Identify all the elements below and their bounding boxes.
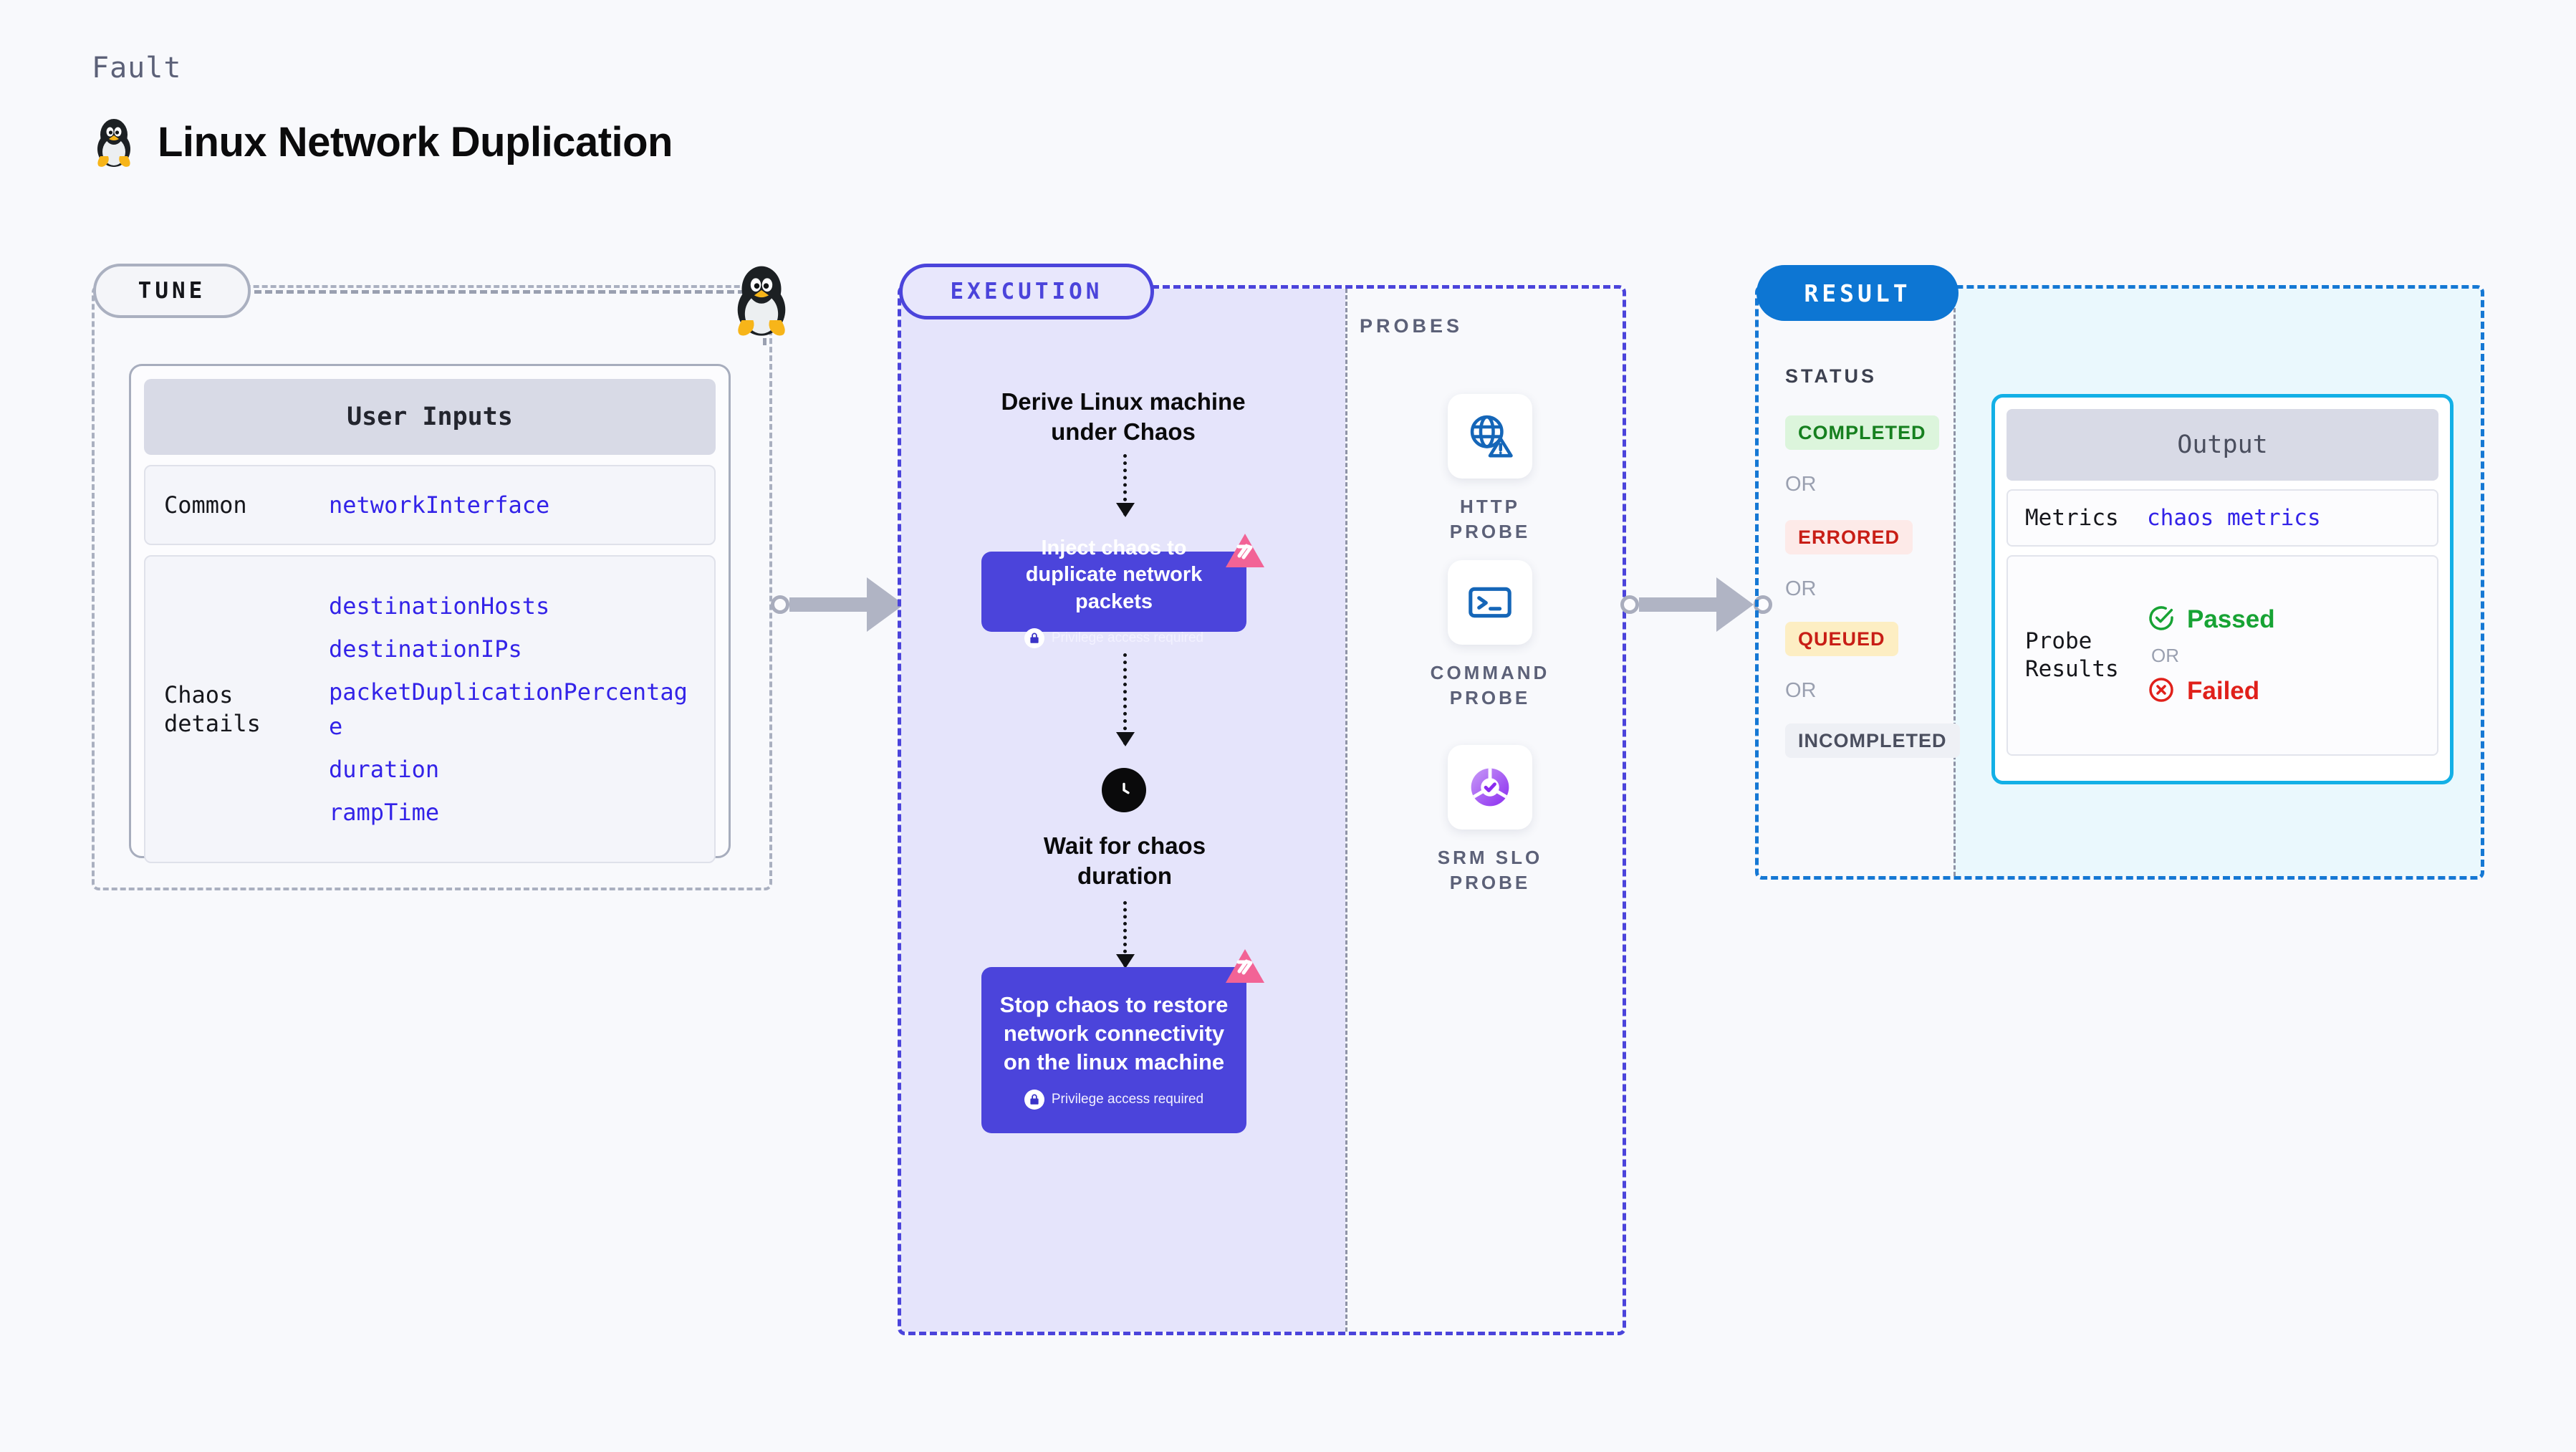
probe-item-http[interactable]: HTTP PROBE (1426, 394, 1554, 544)
probe-result-passed: Passed (2147, 604, 2275, 636)
globe-warning-icon (1448, 394, 1532, 479)
execution-probes-panel (898, 285, 1626, 1335)
page-title: Linux Network Duplication (158, 118, 673, 165)
input-value[interactable]: destinationHosts (329, 592, 550, 620)
linux-tux-icon (92, 115, 136, 169)
user-inputs-card: User Inputs Common networkInterface Chao… (129, 364, 731, 863)
probes-section-label: PROBES (1360, 315, 1464, 337)
probe-item-srm-slo[interactable]: SRM SLO PROBE (1426, 745, 1554, 895)
execution-arrow-1 (1116, 454, 1135, 517)
status-section-label: STATUS (1785, 365, 1877, 387)
output-row-value[interactable]: chaos metrics (2147, 505, 2321, 531)
output-card-title: Output (2007, 409, 2438, 481)
probe-failed-label: Failed (2187, 677, 2260, 705)
status-badge-queued: QUEUED (1785, 622, 1898, 656)
input-row-common: Common networkInterface (144, 465, 716, 545)
tune-connector-dashed-line (254, 290, 756, 294)
input-row-values: destinationHosts destinationIPs packetDu… (329, 580, 696, 838)
probe-or-label: OR (2151, 644, 2179, 666)
connector-bar (1639, 597, 1718, 612)
output-row-probe-results: Probe Results Passed OR (2007, 555, 2438, 756)
probe-result-failed: Failed (2147, 675, 2275, 708)
input-value[interactable]: rampTime (329, 799, 440, 826)
input-row-chaos-details: Chaos details destinationHosts destinati… (144, 555, 716, 863)
connector-arrow-head (1716, 577, 1754, 632)
execution-arrow-2 (1116, 653, 1135, 746)
probe-label: HTTP PROBE (1449, 496, 1531, 543)
status-or-label: OR (1785, 679, 1817, 702)
connector-bar (789, 597, 868, 612)
privilege-access-text: Privilege access required (1051, 1091, 1204, 1107)
user-inputs-title: User Inputs (144, 379, 716, 455)
page-title-row: Linux Network Duplication (92, 115, 673, 169)
input-value[interactable]: networkInterface (329, 491, 550, 519)
probe-item-command[interactable]: COMMAND PROBE (1426, 560, 1554, 711)
execution-step-1-title: Derive Linux machine under Chaos (1001, 388, 1246, 446)
probe-label: COMMAND PROBE (1430, 662, 1550, 709)
input-row-key: Common (164, 491, 247, 519)
execution-step-4-title: Stop chaos to restore network connectivi… (999, 992, 1229, 1074)
execution-step-4-box[interactable]: Stop chaos to restore network connectivi… (981, 949, 1264, 1133)
input-value[interactable]: duration (329, 756, 440, 783)
execution-arrow-3 (1116, 901, 1135, 968)
status-badge-incompleted: INCOMPLETED (1785, 723, 1960, 758)
litmus-chaos-badge-icon (1224, 532, 1267, 575)
input-row-values: networkInterface (329, 479, 549, 531)
linux-tux-icon-connector (729, 260, 794, 342)
tune-panel (92, 285, 772, 890)
execution-step-2-box[interactable]: Inject chaos to duplicate network packet… (981, 534, 1264, 648)
execution-step-3-title: Wait for chaos duration (1043, 832, 1206, 890)
output-card: Output Metrics chaos metrics Probe Resul… (1991, 394, 2454, 784)
input-row-key: Chaos details (164, 681, 261, 737)
lock-icon (1024, 1089, 1044, 1110)
slo-donut-check-icon (1448, 745, 1532, 830)
privilege-access-note: Privilege access required (1024, 1089, 1204, 1110)
x-circle-icon (2147, 675, 2176, 708)
privilege-access-text: Privilege access required (1051, 630, 1204, 645)
terminal-icon (1448, 560, 1532, 645)
status-or-label: OR (1785, 577, 1817, 600)
check-circle-icon (2147, 604, 2176, 636)
status-badge-errored: ERRORED (1785, 520, 1913, 554)
tune-pill-label: TUNE (93, 264, 251, 318)
fault-kicker-label: Fault (92, 52, 182, 85)
probe-label: SRM SLO PROBE (1437, 847, 1543, 894)
result-panel (1755, 285, 2484, 880)
probe-passed-label: Passed (2187, 605, 2275, 633)
output-row-metrics: Metrics chaos metrics (2007, 489, 2438, 547)
status-badge-completed: COMPLETED (1785, 415, 1939, 450)
connector-start-dot (771, 595, 789, 614)
status-or-label: OR (1785, 473, 1817, 496)
clock-icon (1102, 768, 1146, 812)
execution-pill-label: EXECUTION (899, 264, 1154, 319)
result-pill-label: RESULT (1756, 265, 1959, 321)
lock-icon (1024, 628, 1044, 648)
litmus-chaos-badge-icon (1224, 947, 1267, 991)
probe-result-values: Passed OR Failed (2147, 604, 2275, 708)
result-status-output-divider (1953, 289, 1956, 876)
output-row-key: Metrics (2025, 504, 2119, 531)
privilege-access-note: Privilege access required (1024, 628, 1203, 648)
input-value[interactable]: destinationIPs (329, 635, 522, 663)
connector-start-dot (1620, 595, 1639, 614)
connector-execution-to-result (1620, 577, 1772, 632)
execution-step-2-title: Inject chaos to duplicate network packet… (1025, 537, 1203, 613)
output-row-key: Probe Results (2025, 628, 2119, 682)
input-value[interactable]: packetDuplicationPercentage (329, 678, 688, 740)
execution-probes-divider (1345, 289, 1347, 1332)
